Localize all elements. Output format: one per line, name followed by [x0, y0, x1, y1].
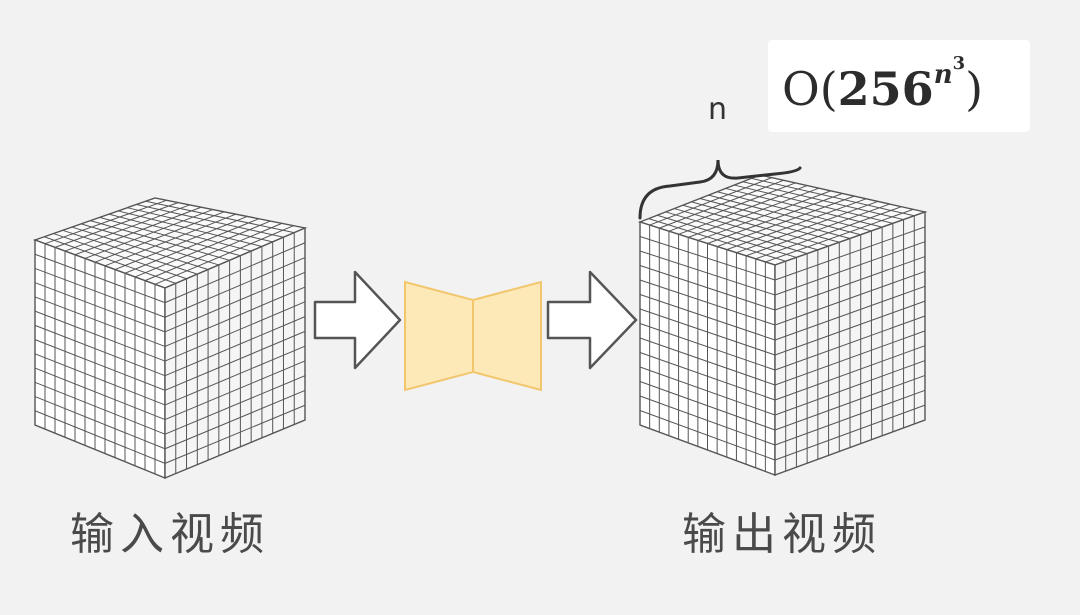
complexity-suffix: ): [965, 62, 984, 116]
output-video-cube: [637, 174, 928, 477]
dimension-brace: [638, 159, 802, 220]
input-video-label: 输入视频: [70, 509, 270, 560]
dimension-label: n: [708, 92, 728, 127]
output-video-label: 输出视频: [682, 509, 882, 560]
complexity-box: O(256n3): [768, 40, 1030, 132]
complexity-prefix: O(: [782, 62, 838, 116]
complexity-exp-power: 3: [952, 53, 966, 75]
complexity-base: 256: [837, 62, 934, 116]
decoder-shape: [472, 280, 542, 392]
right-arrow-icon: [313, 270, 402, 370]
right-arrow-icon: [546, 270, 638, 370]
encoder-shape: [404, 280, 474, 392]
input-video-cube: [32, 197, 308, 480]
encoder-decoder-model: [404, 280, 542, 392]
complexity-formula: O(256n3): [782, 53, 984, 116]
complexity-exp-var: n: [933, 59, 953, 90]
